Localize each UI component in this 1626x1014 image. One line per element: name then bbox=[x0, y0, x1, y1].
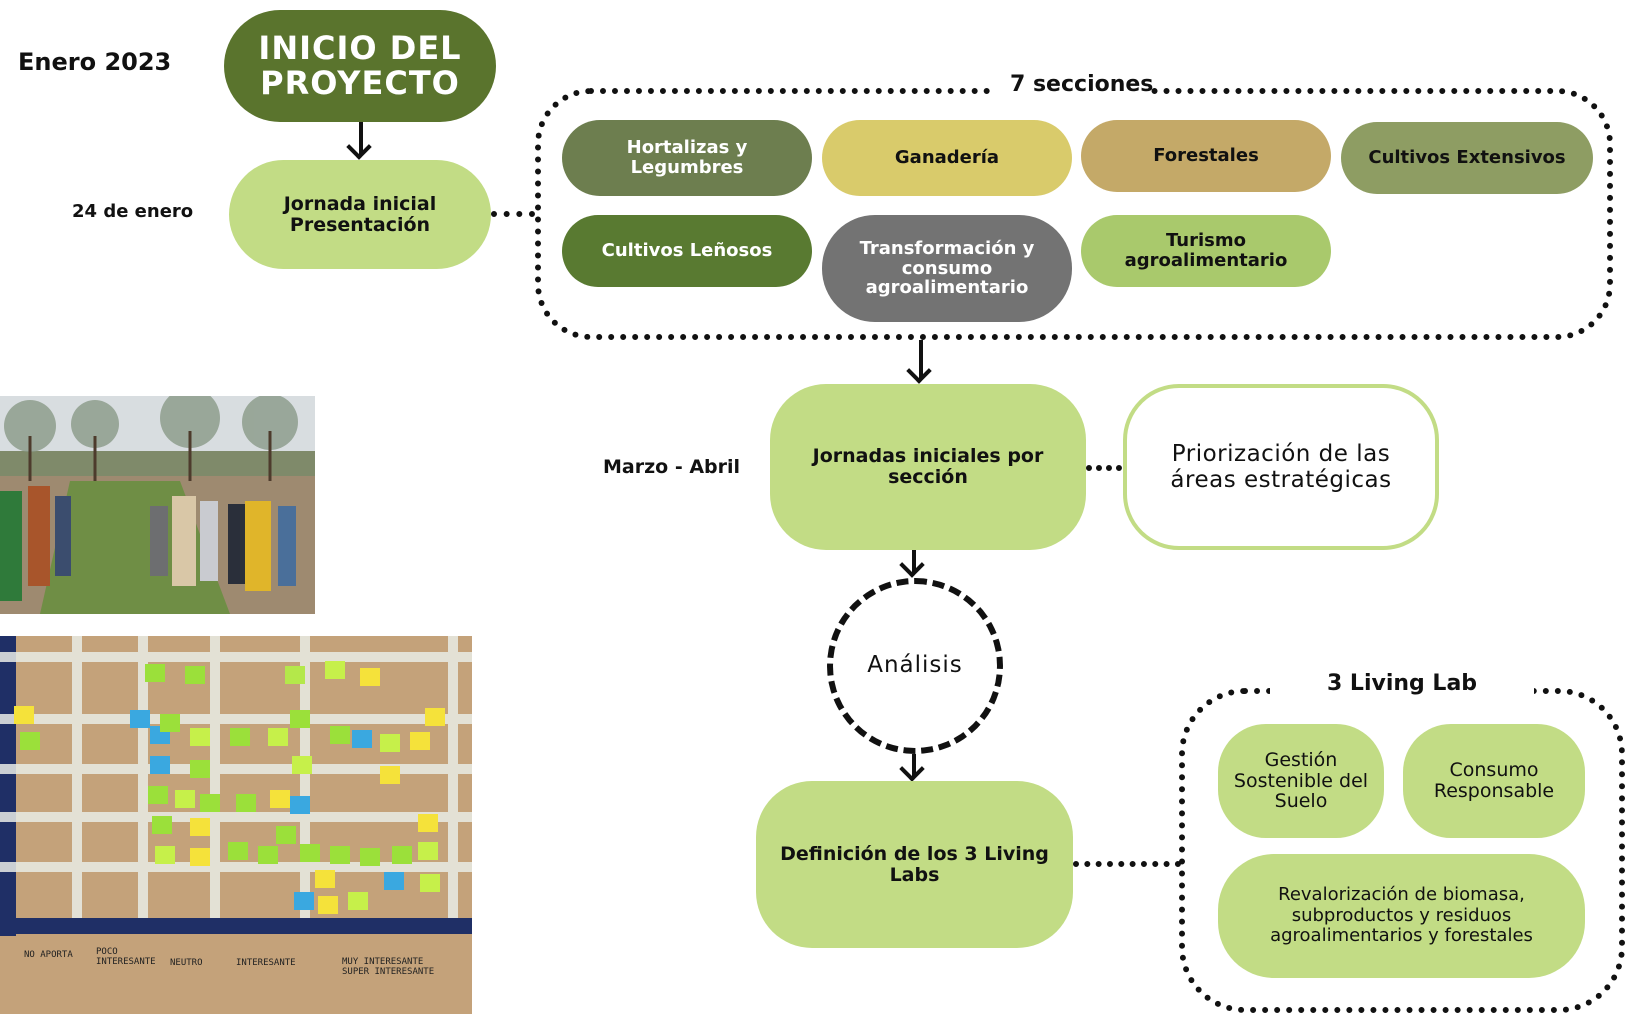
sticky-note-board-photo: NO APORTA POCO INTERESANTE NEUTRO INTERE… bbox=[0, 636, 472, 1014]
node-definicion-text: Definición de los 3 Living Labs bbox=[780, 842, 1049, 886]
arrow-analisis-to-definicion bbox=[912, 754, 916, 776]
living-lab-gestion-suelo-text: Gestión Sostenible del Suelo bbox=[1233, 748, 1369, 813]
date-label-enero-2023: Enero 2023 bbox=[18, 48, 172, 76]
node-inicio-proyecto: INICIO DEL PROYECTO bbox=[224, 10, 496, 122]
board-label-interesante: INTERESANTE bbox=[236, 958, 296, 968]
living-lab-revalorizacion: Revalorización de biomasa, subproductos … bbox=[1218, 854, 1585, 978]
living-lab-gestion-suelo: Gestión Sostenible del Suelo bbox=[1218, 724, 1384, 838]
arrow-jornadas-to-analisis bbox=[912, 550, 916, 572]
living-lab-consumo-responsable: Consumo Responsable bbox=[1403, 724, 1585, 838]
node-analisis: Análisis bbox=[827, 578, 1003, 754]
seccion-transformacion-consumo: Transformación y consumo agroalimentario bbox=[822, 215, 1072, 322]
node-jornadas-por-seccion: Jornadas iniciales por sección bbox=[770, 384, 1086, 550]
seccion-forestales: Forestales bbox=[1081, 120, 1331, 192]
field-visit-illustration bbox=[0, 396, 315, 614]
seccion-ganaderia-text: Ganadería bbox=[894, 147, 1000, 169]
living-lab-consumo-text: Consumo Responsable bbox=[1433, 759, 1555, 802]
node-jornada-inicial: Jornada inicial Presentación bbox=[229, 160, 491, 269]
seccion-transformacion-text: Transformación y consumo agroalimentario bbox=[859, 237, 1035, 299]
arrow-inicio-to-jornada bbox=[359, 122, 363, 154]
seccion-turismo: Turismo agroalimentario bbox=[1081, 215, 1331, 287]
date-label-marzo-abril: Marzo - Abril bbox=[603, 456, 741, 478]
node-definicion-living-labs: Definición de los 3 Living Labs bbox=[756, 781, 1073, 948]
arrow-secciones-to-jornadas bbox=[919, 340, 923, 378]
node-priorizacion: Priorización de las áreas estratégicas bbox=[1123, 384, 1439, 550]
board-label-poco-interesante: POCO INTERESANTE bbox=[96, 947, 156, 967]
node-inicio-text: INICIO DEL PROYECTO bbox=[258, 28, 462, 102]
group-3-living-lab-title: 3 Living Lab bbox=[1270, 671, 1534, 696]
connector-definicion-livinglab bbox=[1073, 861, 1181, 867]
seccion-ganaderia: Ganadería bbox=[822, 120, 1072, 196]
seccion-hortalizas-text: Hortalizas y Legumbres bbox=[626, 137, 748, 178]
board-label-neutro: NEUTRO bbox=[170, 958, 203, 968]
seccion-cultivos-extensivos: Cultivos Extensivos bbox=[1341, 122, 1593, 194]
board-label-muy-super-interesante: MUY INTERESANTE SUPER INTERESANTE bbox=[342, 957, 435, 977]
seccion-hortalizas-legumbres: Hortalizas y Legumbres bbox=[562, 120, 812, 196]
sticky-note-board-illustration bbox=[0, 636, 472, 1014]
seccion-cultivos-extensivos-text: Cultivos Extensivos bbox=[1368, 147, 1566, 169]
board-label-no-aporta: NO APORTA bbox=[24, 950, 73, 960]
connector-jornadas-priorizacion bbox=[1086, 465, 1122, 471]
group-7-secciones-title: 7 secciones bbox=[992, 72, 1153, 97]
seccion-cultivos-lenosos: Cultivos Leñosos bbox=[562, 215, 812, 287]
date-label-24-enero: 24 de enero bbox=[72, 201, 194, 222]
node-jornada-inicial-text: Jornada inicial Presentación bbox=[283, 192, 437, 236]
seccion-forestales-text: Forestales bbox=[1153, 145, 1259, 167]
node-analisis-text: Análisis bbox=[867, 652, 963, 679]
node-jornadas-por-seccion-text: Jornadas iniciales por sección bbox=[812, 445, 1044, 488]
seccion-cultivos-lenosos-text: Cultivos Leñosos bbox=[601, 240, 773, 262]
connector-jornada-secciones bbox=[491, 211, 535, 217]
field-visit-photo bbox=[0, 396, 315, 614]
seccion-turismo-text: Turismo agroalimentario bbox=[1124, 230, 1288, 271]
living-lab-revalorizacion-text: Revalorización de biomasa, subproductos … bbox=[1270, 883, 1533, 947]
node-priorizacion-text: Priorización de las áreas estratégicas bbox=[1170, 440, 1392, 493]
